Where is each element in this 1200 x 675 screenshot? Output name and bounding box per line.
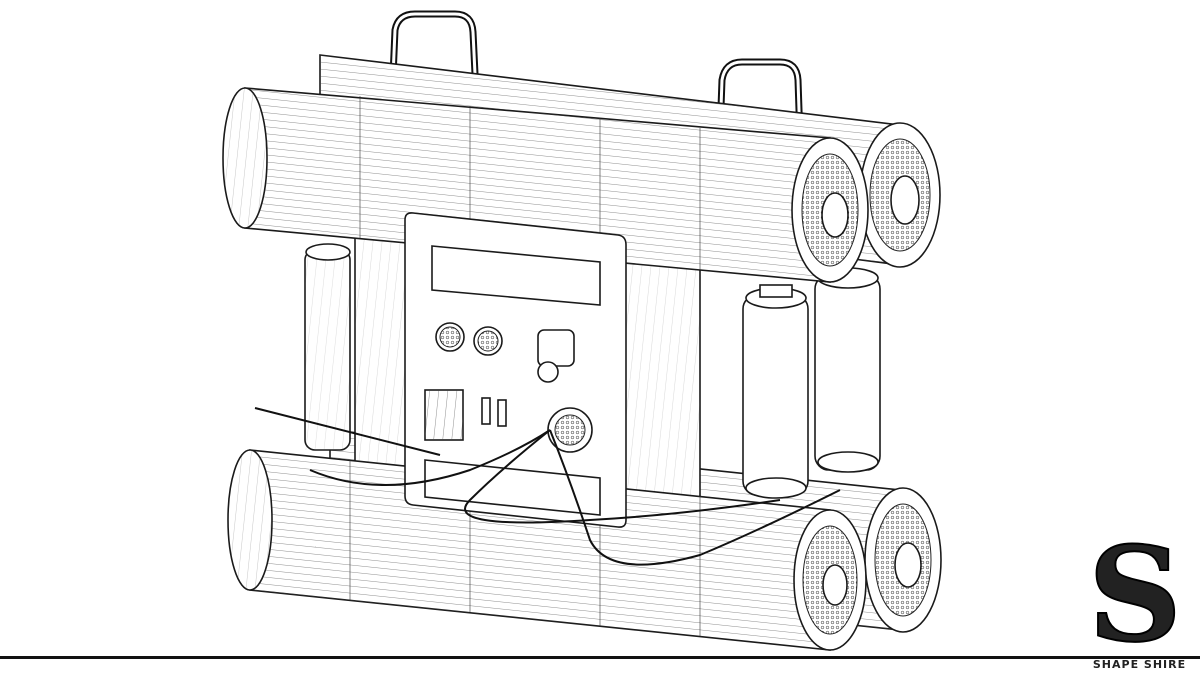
cylinder-front-bottom (227, 449, 867, 651)
handle-left (388, 10, 480, 101)
handle-right (716, 58, 804, 141)
svg-text:S: S (1088, 528, 1182, 653)
small-cylinder-right-front (742, 284, 809, 499)
control-panel (404, 212, 627, 528)
bottom-divider (0, 656, 1200, 659)
brand-name: SHAPE SHIRE (1092, 658, 1187, 671)
small-cylinder-right-back (814, 267, 881, 473)
small-cylinder-left (304, 243, 351, 451)
display-screen (431, 245, 601, 306)
cylinder-front-top (222, 87, 869, 283)
wires (254, 407, 841, 566)
shape-shire-logo: S (1087, 528, 1183, 653)
